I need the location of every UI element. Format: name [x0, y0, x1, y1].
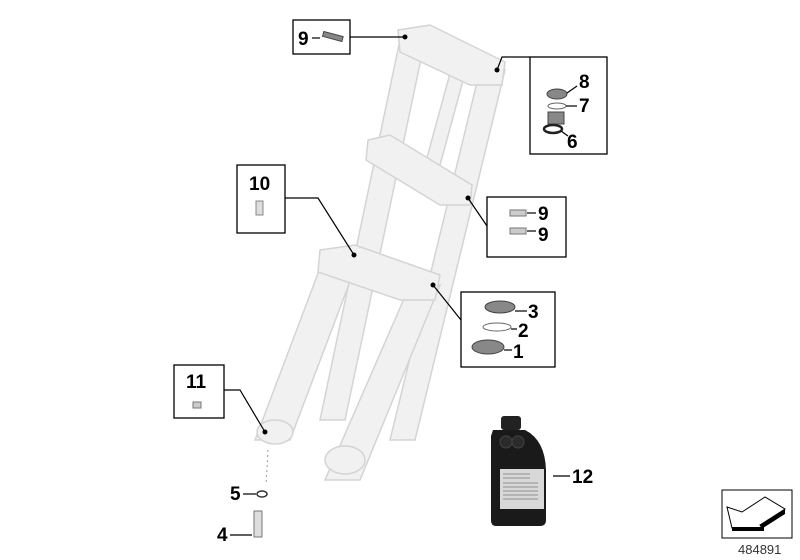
callout-8-7-6[interactable]: 8 7 6 [494, 56, 608, 155]
bolt-icon [253, 510, 263, 538]
callout-label: 11 [186, 372, 207, 393]
part-label-12: 12 [572, 467, 593, 488]
direction-arrow-icon [721, 489, 793, 539]
screw-icon [192, 401, 202, 409]
callout-11[interactable]: 11 [173, 364, 268, 435]
part-label-5: 5 [230, 484, 241, 505]
bolt-icon [255, 200, 264, 216]
callout-label: 7 [579, 96, 590, 117]
callout-label: 9 [538, 204, 549, 225]
callout-label: 9 [298, 29, 309, 50]
part-label-4: 4 [217, 525, 228, 546]
diagram-number: 484891 [738, 542, 781, 557]
callout-label: 2 [518, 321, 529, 342]
callout-label: 9 [538, 225, 549, 246]
callout-label: 8 [579, 72, 590, 93]
callout-9-9[interactable]: 9 9 [465, 195, 567, 258]
oil-bottle-12[interactable]: 12 [491, 416, 593, 526]
bolt-icon [509, 209, 527, 217]
callout-3-2-1[interactable]: 3 2 1 [430, 282, 556, 368]
bolt-icon [321, 30, 344, 43]
callout-label: 1 [513, 342, 524, 363]
bolt-icon [509, 227, 527, 235]
callout-label: 10 [249, 174, 270, 195]
callout-10[interactable]: 10 [236, 164, 357, 258]
callout-label: 6 [567, 132, 578, 153]
front-fork-illustration [253, 24, 506, 481]
callout-9-top[interactable]: 9 [292, 19, 408, 55]
part-5-4[interactable]: 5 4 [217, 449, 269, 546]
callout-label: 3 [528, 302, 539, 323]
